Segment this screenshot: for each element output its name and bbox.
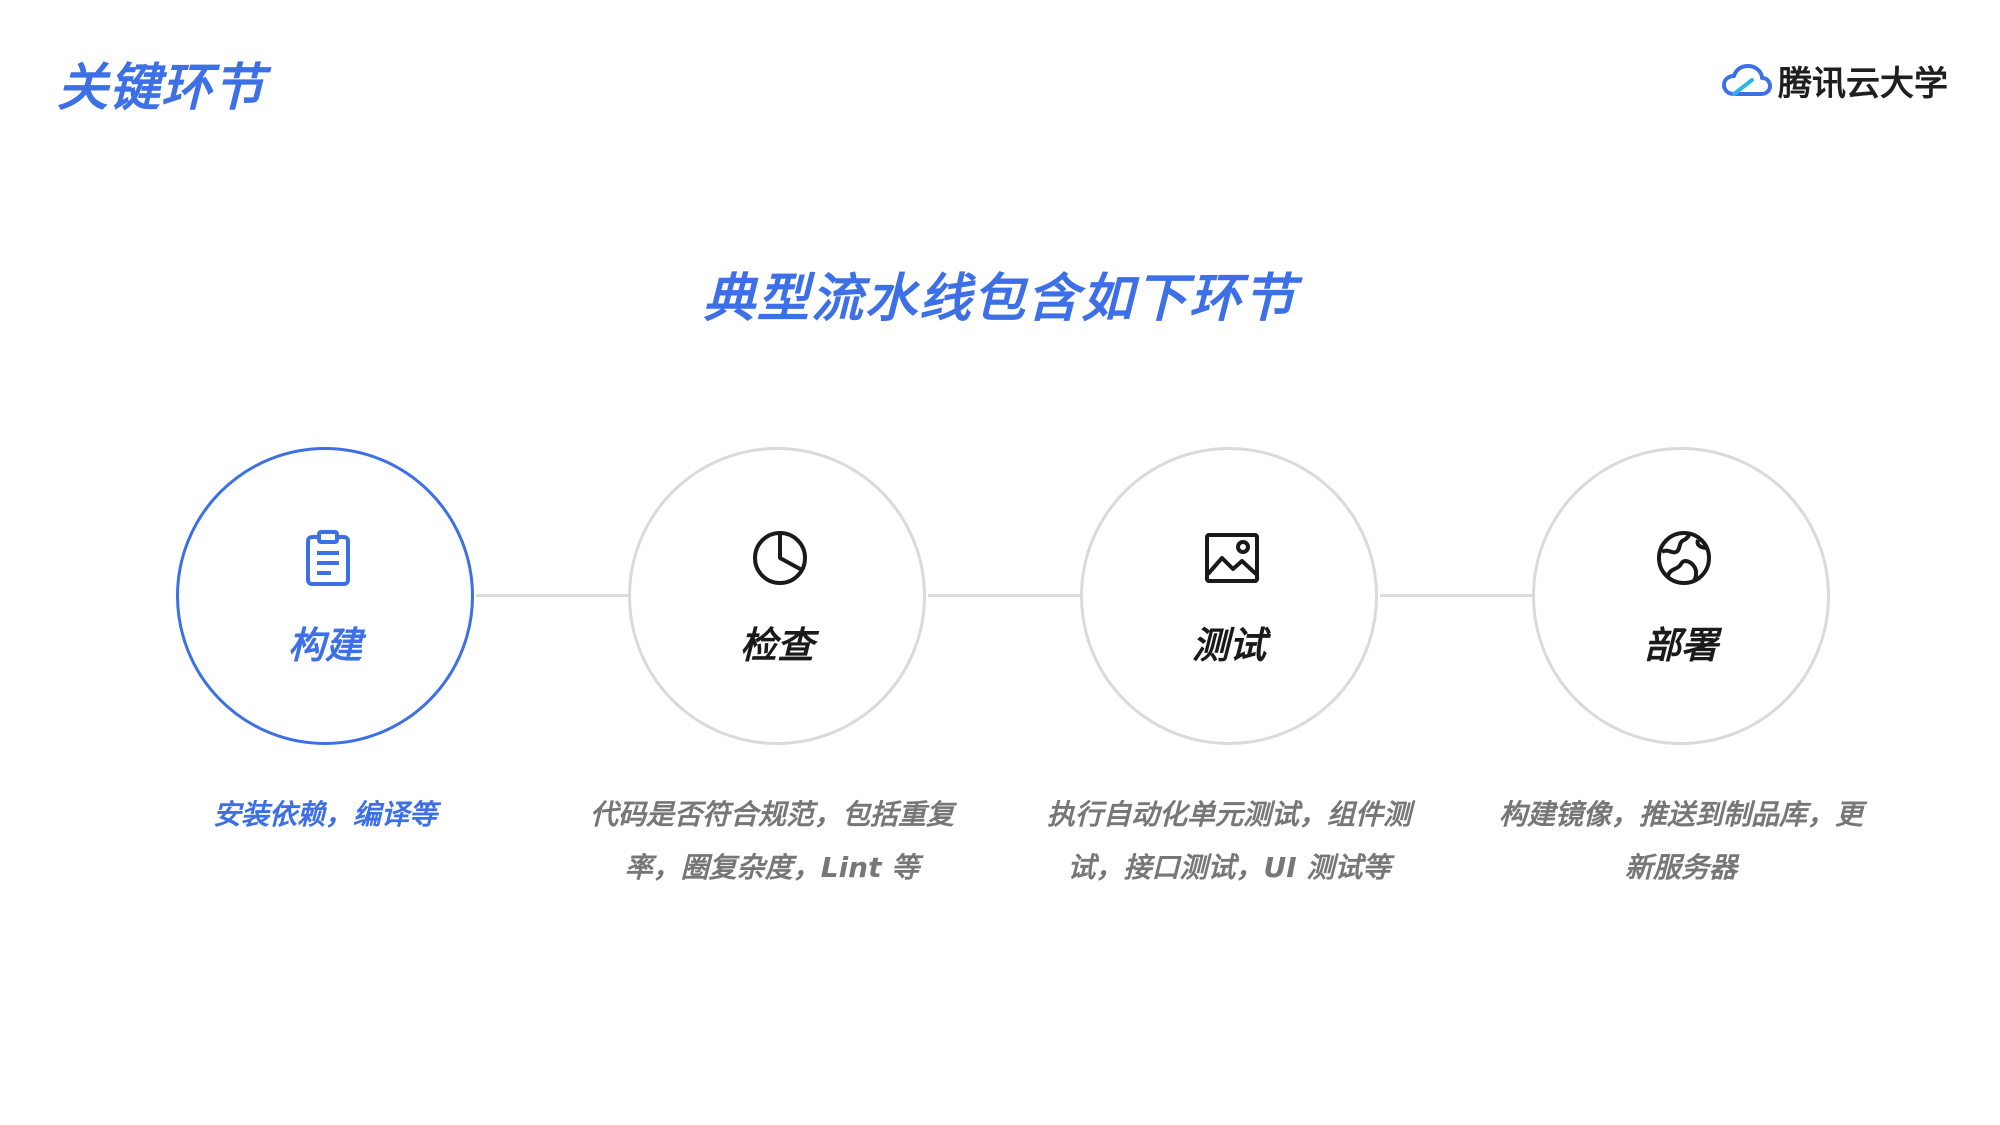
cloud-icon bbox=[1722, 63, 1772, 96]
step-label-build: 构建 bbox=[288, 624, 362, 667]
step-check: 检查 bbox=[628, 447, 926, 745]
connector-line-2 bbox=[928, 594, 1084, 597]
step-label-check: 检查 bbox=[740, 624, 814, 667]
step-description-check: 代码是否符合规范，包括重复率，圈复杂度，Lint 等 bbox=[589, 798, 954, 884]
step-deploy: 部署 bbox=[1532, 447, 1830, 745]
step-label-deploy: 部署 bbox=[1644, 624, 1718, 667]
brand-logo: 腾讯云大学 bbox=[1722, 56, 1948, 105]
step-description-test: 执行自动化单元测试，组件测试，接口测试，UI 测试等 bbox=[1046, 798, 1411, 884]
step-test: 测试 bbox=[1080, 447, 1378, 745]
page-title: 关键环节 bbox=[57, 59, 266, 118]
brand-name: 腾讯云大学 bbox=[1778, 64, 1948, 104]
step-description-deploy: 构建镜像，推送到制品库，更新服务器 bbox=[1498, 798, 1863, 884]
connector-line-3 bbox=[1380, 594, 1536, 597]
step-build: 构建 bbox=[176, 447, 474, 745]
image-icon bbox=[1205, 533, 1259, 583]
pie-chart-icon bbox=[753, 531, 807, 585]
step-description-build: 安装依赖，编译等 bbox=[212, 798, 437, 831]
step-label-test: 测试 bbox=[1192, 624, 1266, 667]
globe-icon bbox=[1657, 531, 1711, 585]
connector-line-1 bbox=[476, 594, 632, 597]
diagram-subtitle: 典型流水线包含如下环节 bbox=[702, 269, 1297, 329]
clipboard-icon bbox=[306, 530, 350, 586]
